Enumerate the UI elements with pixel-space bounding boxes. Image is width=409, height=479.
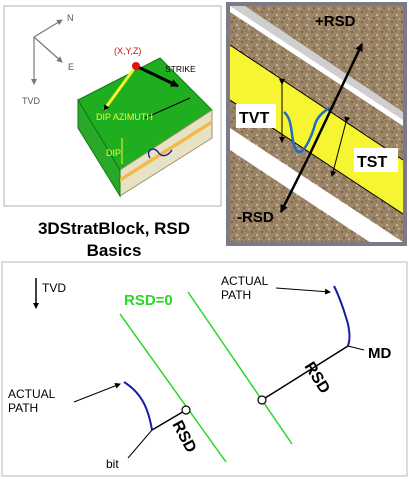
rsd-right-connector: [261, 345, 349, 401]
tst-label: TST: [357, 154, 387, 171]
top-white-band: [230, 6, 403, 126]
strat-block-panel: N E TVD (X,Y,Z) STRIKE DIP AZIMUTH DIP: [3, 5, 222, 207]
actual-path-right: [333, 285, 351, 347]
rsd-right-origin: [257, 395, 267, 405]
dip-plane-line: [144, 97, 191, 119]
block-front-face: [77, 98, 121, 198]
rsd-zero-label: RSD=0: [124, 292, 173, 309]
actual-path-left-pointer: [73, 383, 121, 403]
block-well-path: [147, 148, 173, 159]
rsd-negative-arrow: [279, 157, 310, 213]
actual-path-left-line1: ACTUAL: [8, 387, 56, 401]
actual-path-right-line2: PATH: [221, 288, 251, 302]
compass-east-label: E: [68, 62, 74, 72]
rsd-zero-line-right: [187, 291, 293, 445]
rsd-plan-panel: TVD RSD=0 ACTUAL PATH MD RSD ACTUAL PATH…: [1, 261, 408, 477]
dip-label: DIP: [106, 148, 121, 158]
bit-label: bit: [106, 457, 119, 471]
bottom-white-band: [230, 128, 403, 242]
section-well-path: [283, 106, 331, 154]
rsd-zero-line-left: [119, 313, 227, 463]
tst-label-bg: [354, 148, 398, 172]
minus-rsd-label: -RSD: [237, 209, 274, 226]
bit-pointer: [127, 429, 153, 459]
md-tick: [347, 345, 365, 351]
plus-rsd-label: +RSD: [315, 13, 356, 30]
caption-line-2: Basics: [86, 241, 142, 260]
dip-azimuth-label: DIP AZIMUTH: [96, 112, 153, 122]
block-orange-layer: [120, 120, 212, 182]
strat-section-panel: +RSD -RSD TVT TST: [226, 2, 407, 246]
rsd-left-connector: [151, 409, 187, 431]
compass-icon: [31, 19, 63, 85]
xyz-point: [132, 62, 140, 70]
tst-measure: [330, 116, 351, 177]
actual-path-right-line1: ACTUAL: [221, 274, 269, 288]
xyz-label: (X,Y,Z): [114, 46, 141, 56]
md-label: MD: [368, 345, 391, 362]
dip-azimuth-guide: [113, 79, 127, 97]
actual-path-right-pointer: [275, 287, 331, 295]
compass-tvd-label: TVD: [22, 96, 41, 106]
actual-path-left: [123, 381, 153, 431]
figure-caption: 3DStratBlock, RSD Basics: [0, 218, 228, 262]
caption-line-1: 3DStratBlock, RSD: [37, 219, 191, 238]
strike-label: STRIKE: [165, 64, 196, 74]
layer-top-boundary: [230, 44, 403, 161]
tvt-label: TVT: [239, 110, 269, 127]
rsd-left-origin: [181, 405, 191, 415]
actual-path-left-line2: PATH: [8, 401, 38, 415]
rsd-positive-arrow: [306, 43, 364, 159]
tvt-label-bg: [236, 104, 276, 128]
strike-arrow: [135, 64, 179, 88]
bottom-tvd-label: TVD: [42, 281, 66, 295]
compass-north-label: N: [67, 13, 74, 23]
